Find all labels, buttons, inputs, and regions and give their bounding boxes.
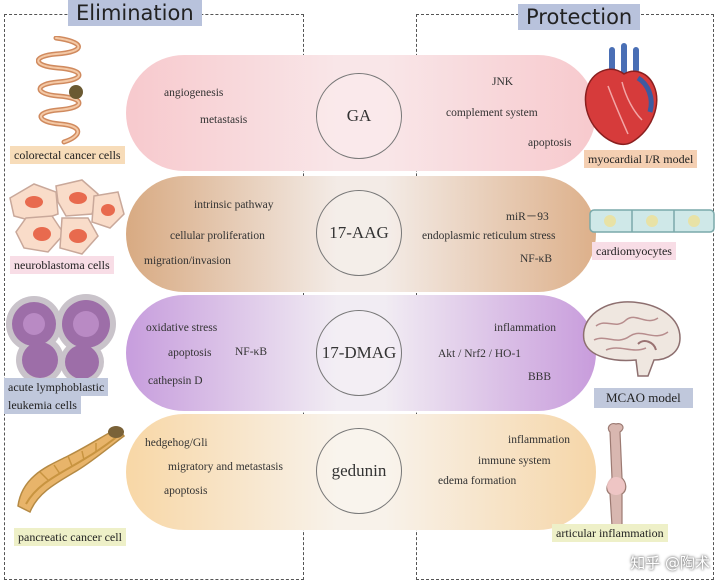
model-neuroblastoma: neuroblastoma cells [10, 256, 114, 274]
effect-label: migration/invasion [144, 255, 231, 267]
effect-label: metastasis [200, 114, 248, 126]
effect-label: NF-κB [235, 346, 267, 358]
neuroblastoma-illustration [9, 179, 125, 255]
effect-label: apoptosis [168, 347, 212, 359]
compound-ga: GA [316, 73, 402, 159]
model-leukemia-line1: acute lymphoblastic [4, 378, 109, 396]
model-cardiomyocytes: cardiomyocytes [592, 242, 676, 260]
effect-label: edema formation [438, 475, 517, 487]
compound-17aag: 17-AAG [316, 190, 402, 276]
effect-label: apoptosis [528, 137, 572, 149]
model-articular: articular inflammation [552, 524, 668, 542]
effect-label: inflammation [494, 322, 556, 334]
joint-illustration [606, 423, 627, 527]
effect-label: cathepsin D [148, 375, 203, 387]
watermark: 知乎 @陶术 [630, 554, 710, 572]
effect-label: miR－93 [506, 211, 549, 223]
intestine-illustration [36, 36, 83, 145]
effect-label: JNK [492, 76, 514, 88]
compound-17dmag: 17-DMAG [316, 310, 402, 396]
model-mcao: MCAO model [594, 388, 693, 408]
heart-illustration [584, 43, 658, 146]
effect-label: BBB [528, 371, 552, 383]
pancreas-illustration [17, 426, 126, 514]
effect-label: endoplasmic reticulum stress [422, 230, 556, 242]
brain-illustration [582, 301, 681, 377]
effect-label: Akt / Nrf2 / HO-1 [438, 348, 522, 360]
elimination-title: Elimination [68, 0, 202, 26]
model-colorectal: colorectal cancer cells [10, 146, 125, 164]
leukemia-illustration [6, 294, 116, 384]
model-pancreatic: pancreatic cancer cell [14, 528, 126, 546]
model-leukemia-line2: leukemia cells [4, 396, 81, 414]
effect-label: oxidative stress [146, 322, 218, 334]
effect-label: NF-κB [520, 253, 552, 265]
effect-label: intrinsic pathway [194, 199, 274, 211]
model-myocardial: myocardial I/R model [584, 150, 698, 168]
effect-label: angiogenesis [164, 87, 224, 99]
cardiomyocyte-illustration [589, 209, 715, 233]
effect-label: hedgehog/Gli [145, 437, 208, 449]
effect-label: apoptosis [164, 485, 208, 497]
effect-label: cellular proliferation [170, 230, 265, 242]
compound-gedunin: gedunin [316, 428, 402, 514]
protection-title: Protection [518, 4, 641, 30]
effect-label: inflammation [508, 434, 570, 446]
effect-label: complement system [446, 107, 538, 119]
effect-label: immune system [478, 455, 551, 467]
effect-label: migratory and metastasis [168, 461, 283, 473]
